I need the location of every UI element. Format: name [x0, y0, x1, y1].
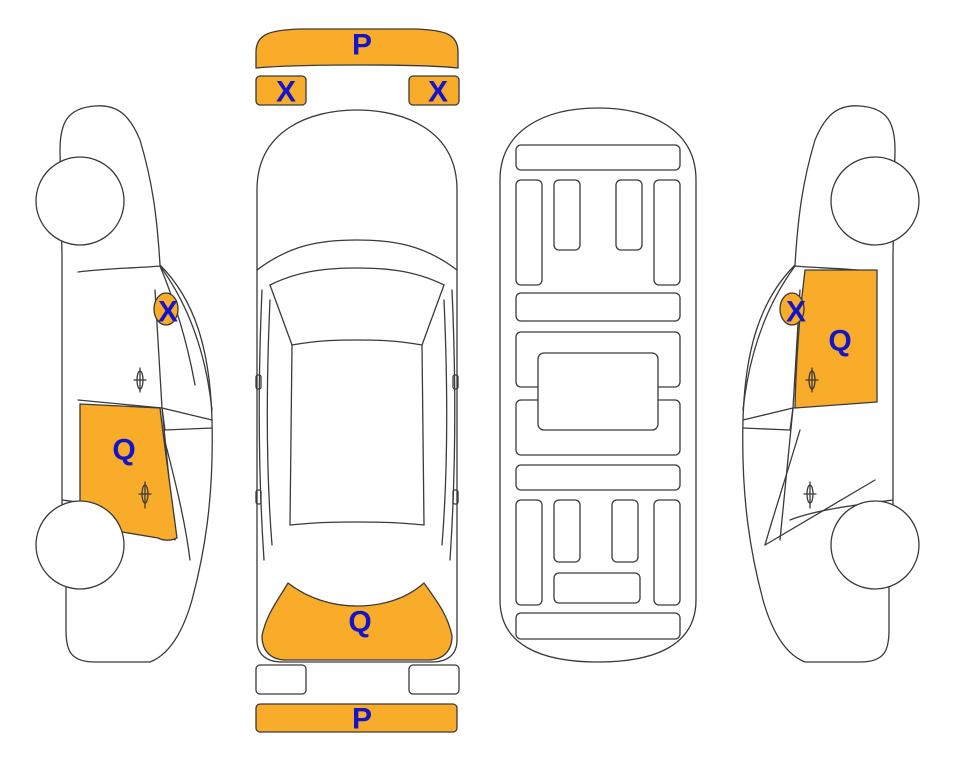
front-bumper-highlight[interactable]	[255, 28, 459, 69]
underside-view	[499, 107, 697, 663]
left-lower-line	[161, 407, 213, 431]
top-roof-left	[289, 344, 293, 526]
front-bumper-marker: P	[352, 29, 372, 62]
front-right-light-highlight[interactable]	[408, 75, 460, 106]
top-rear-glass-line	[289, 521, 425, 526]
top-side-left-outer	[258, 289, 265, 561]
top-a-pillar-left	[269, 284, 293, 346]
left-rear-wheel	[35, 500, 125, 590]
left-side-view: Q X	[35, 105, 213, 663]
left-body-outline	[59, 105, 213, 663]
left-front-door-lower	[161, 429, 191, 561]
front-left-light-marker: X	[276, 76, 296, 109]
left-roof-line	[77, 265, 213, 411]
top-body-outline	[256, 109, 458, 663]
front-right-light-marker: X	[428, 76, 448, 109]
right-lower-line	[742, 407, 794, 431]
left-mirror-marker: X	[158, 296, 178, 329]
left-rear-door-marker: Q	[112, 434, 135, 467]
underside-outline	[499, 107, 697, 663]
right-front-wheel	[830, 156, 920, 246]
right-mirror-highlight[interactable]	[779, 292, 805, 326]
top-hood-line	[256, 239, 458, 271]
rear-bumper-highlight[interactable]	[255, 703, 458, 733]
right-body-outline	[742, 105, 896, 663]
top-side-right-inner	[441, 299, 448, 546]
left-rear-door-highlight[interactable]	[79, 403, 178, 541]
right-front-door-highlight[interactable]	[794, 269, 878, 409]
top-windshield-outer	[269, 267, 445, 286]
right-rear-wheel	[830, 500, 920, 590]
right-rear-door-line	[764, 479, 876, 546]
right-front-door-handle	[805, 367, 819, 393]
right-rear-door-handle	[803, 481, 817, 509]
top-a-pillar-right	[421, 284, 445, 346]
left-rear-door-handle	[138, 481, 152, 509]
right-roof-line	[742, 265, 878, 411]
rear-bumper-marker: P	[352, 703, 372, 736]
front-left-light-highlight[interactable]	[255, 75, 307, 106]
left-mirror-highlight[interactable]	[153, 292, 179, 326]
right-door-seam	[779, 289, 801, 541]
rear-right-light	[408, 664, 460, 695]
top-side-left-inner	[266, 299, 273, 546]
top-roof-right	[421, 344, 425, 526]
left-front-door-handle	[133, 367, 147, 393]
right-mirror-marker: X	[786, 296, 806, 329]
top-side-right-outer	[449, 289, 456, 561]
rear-window-highlight[interactable]	[261, 582, 453, 661]
right-side-view: Q X	[742, 105, 920, 663]
top-view: P X X Q P	[255, 28, 460, 736]
rear-left-light	[255, 664, 307, 695]
right-front-door-marker: Q	[828, 325, 851, 358]
rear-window-marker: Q	[348, 606, 371, 639]
right-rear-door-lower	[764, 429, 801, 546]
top-windshield-inner	[291, 339, 423, 346]
left-front-wheel	[35, 156, 125, 246]
